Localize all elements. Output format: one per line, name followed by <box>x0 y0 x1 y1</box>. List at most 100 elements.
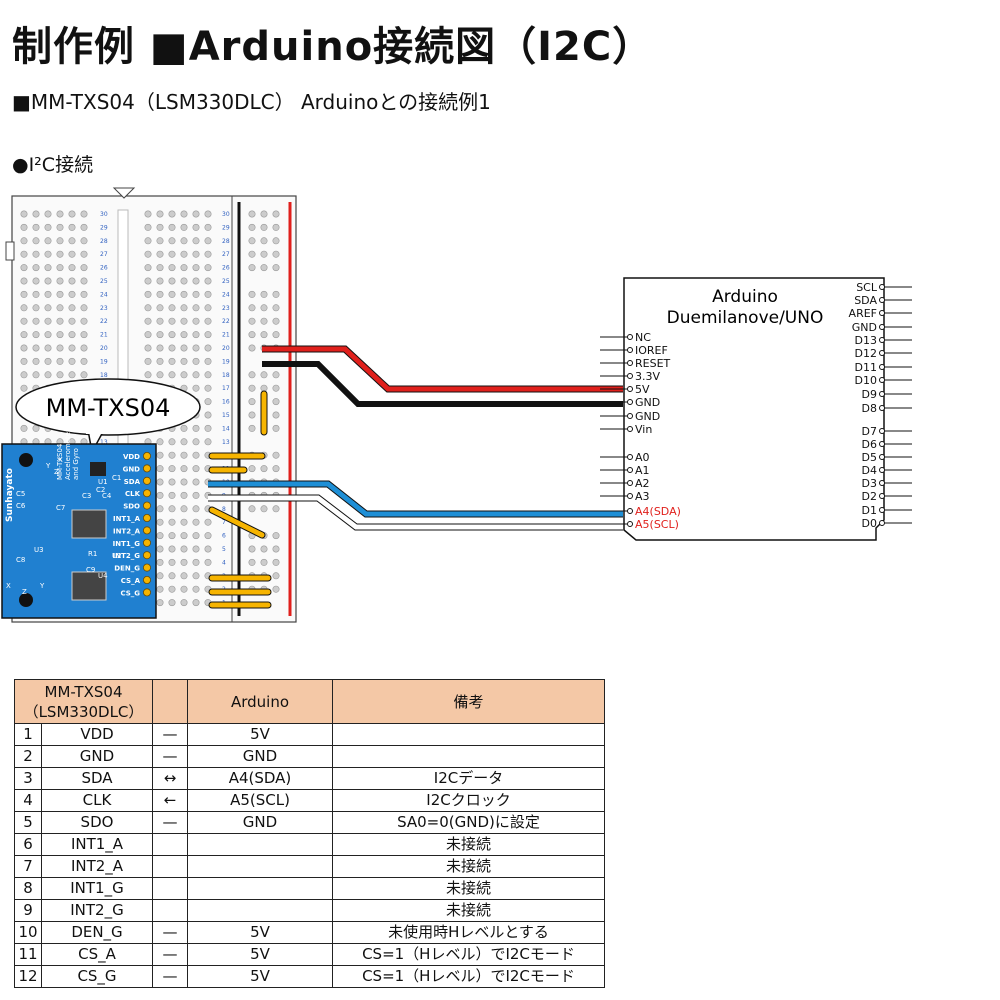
row-number: 29 <box>100 224 108 231</box>
row-number: 22 <box>100 318 108 325</box>
row-number: 18 <box>100 372 108 379</box>
arduino-pin-pad <box>879 297 885 303</box>
arduino-pin-pad <box>627 480 633 486</box>
arduino-pin-label: GND <box>635 410 660 423</box>
row-number: 24 <box>100 291 108 298</box>
arduino-pin-label: 5V <box>635 383 650 396</box>
table-cell-no: 1 <box>14 723 42 746</box>
table-cell-no: 10 <box>14 921 42 944</box>
row-number: 28 <box>222 238 230 245</box>
row-number: 20 <box>100 345 108 352</box>
module-pin-label: GND <box>123 465 141 473</box>
page-title: 制作例 ■Arduino接続図（I2C） <box>12 24 654 70</box>
table-cell-ard: GND <box>187 811 333 834</box>
table-cell-no: 8 <box>14 877 42 900</box>
arduino-pin-label: RESET <box>635 357 671 370</box>
table-cell-no: 7 <box>14 855 42 878</box>
table-cell-name: INT2_G <box>41 899 153 922</box>
table-cell-name: INT1_G <box>41 877 153 900</box>
arduino-pin-label: D10 <box>855 374 877 387</box>
row-number: 24 <box>222 291 230 298</box>
table-cell-dir <box>152 833 188 856</box>
row-number: 27 <box>222 251 230 258</box>
module-pin-pad <box>142 551 151 560</box>
row-number: 26 <box>100 265 108 272</box>
table-cell-ard: 5V <box>187 921 333 944</box>
table-cell-dir: — <box>152 965 188 988</box>
table-cell-no: 12 <box>14 965 42 988</box>
table-head-module: MM-TXS04（LSM330DLC） <box>14 679 153 724</box>
table-head-note: 備考 <box>332 679 605 724</box>
table-cell-dir: — <box>152 723 188 746</box>
table-cell-ard <box>187 855 333 878</box>
module-pin-pad <box>142 464 151 473</box>
page-subtitle: ■MM-TXS04（LSM330DLC） Arduinoとの接続例1 <box>12 90 491 114</box>
table-cell-dir <box>152 899 188 922</box>
module-pin-label: CLK <box>125 490 141 498</box>
arduino-pin-label: IOREF <box>635 344 668 357</box>
arduino-pin-pad <box>627 508 633 514</box>
wires <box>208 345 623 531</box>
arduino-pin-label: D9 <box>862 388 877 401</box>
row-number: 8 <box>222 506 226 513</box>
arduino-pin-label: D3 <box>862 477 877 490</box>
module-desc-1: Accelerometer <box>64 429 72 480</box>
arduino-pin-label: AREF <box>849 307 877 320</box>
arduino-model: Duemilanove/UNO <box>667 308 824 328</box>
arduino-name: Arduino <box>712 287 778 307</box>
arduino-pin-label: A4(SDA) <box>635 505 681 518</box>
table-cell-ard <box>187 833 333 856</box>
axis-label: Z <box>22 588 27 596</box>
module-part-label: U1 <box>98 478 108 486</box>
module-pin-pad <box>142 575 151 584</box>
module-part-label: R1 <box>88 550 97 558</box>
table-cell-ard: 5V <box>187 965 333 988</box>
arduino-pin-label: D0 <box>862 517 877 530</box>
arduino-pin-pad <box>879 454 885 460</box>
jumper-wires <box>208 390 272 609</box>
arduino-pin-label: D7 <box>862 425 877 438</box>
table-cell-no: 5 <box>14 811 42 834</box>
module-part-label: C6 <box>16 502 26 510</box>
arduino-pin-label: D4 <box>862 464 877 477</box>
module-pin-pad <box>142 501 151 510</box>
module-pin-label: INT1_G <box>113 540 141 548</box>
table-head-arduino: Arduino <box>187 679 333 724</box>
module-pin-label: INT2_A <box>113 527 141 535</box>
module-desc-2: and Gyro <box>72 448 80 480</box>
arduino-pin-pad <box>879 377 885 383</box>
module-pin-label: CS_G <box>120 589 140 597</box>
arduino-pin-label: GND <box>852 321 877 334</box>
row-number: 15 <box>222 412 230 419</box>
mm-txs04-module: Sunhayato MM-TXS04 Accelerometer and Gyr… <box>1 429 157 619</box>
arduino-pin-pad <box>627 426 633 432</box>
table-cell-name: SDO <box>41 811 153 834</box>
table-cell-name: VDD <box>41 723 153 746</box>
table-cell-note: 未接続 <box>332 855 605 878</box>
module-pin-pad <box>142 526 151 535</box>
module-pin-pad <box>142 538 151 547</box>
row-number: 19 <box>100 358 108 365</box>
callout-text: MM-TXS04 <box>46 394 171 422</box>
arduino-pin-label: A0 <box>635 451 650 464</box>
table-cell-name: CLK <box>41 789 153 812</box>
arduino-pin-pad <box>627 467 633 473</box>
arduino-pin-pad <box>879 507 885 513</box>
table-cell-note: 未使用時Hレベルとする <box>332 921 605 944</box>
arduino-pin-pad <box>879 480 885 486</box>
axis-label: Y <box>45 462 51 470</box>
table-cell-no: 4 <box>14 789 42 812</box>
row-number: 17 <box>222 385 230 392</box>
module-model: MM-TXS04 <box>56 443 64 480</box>
module-part-label: C2 <box>96 486 105 494</box>
table-cell-dir: — <box>152 745 188 768</box>
module-pin-label: INT1_A <box>113 515 141 523</box>
table-cell-dir: — <box>152 811 188 834</box>
